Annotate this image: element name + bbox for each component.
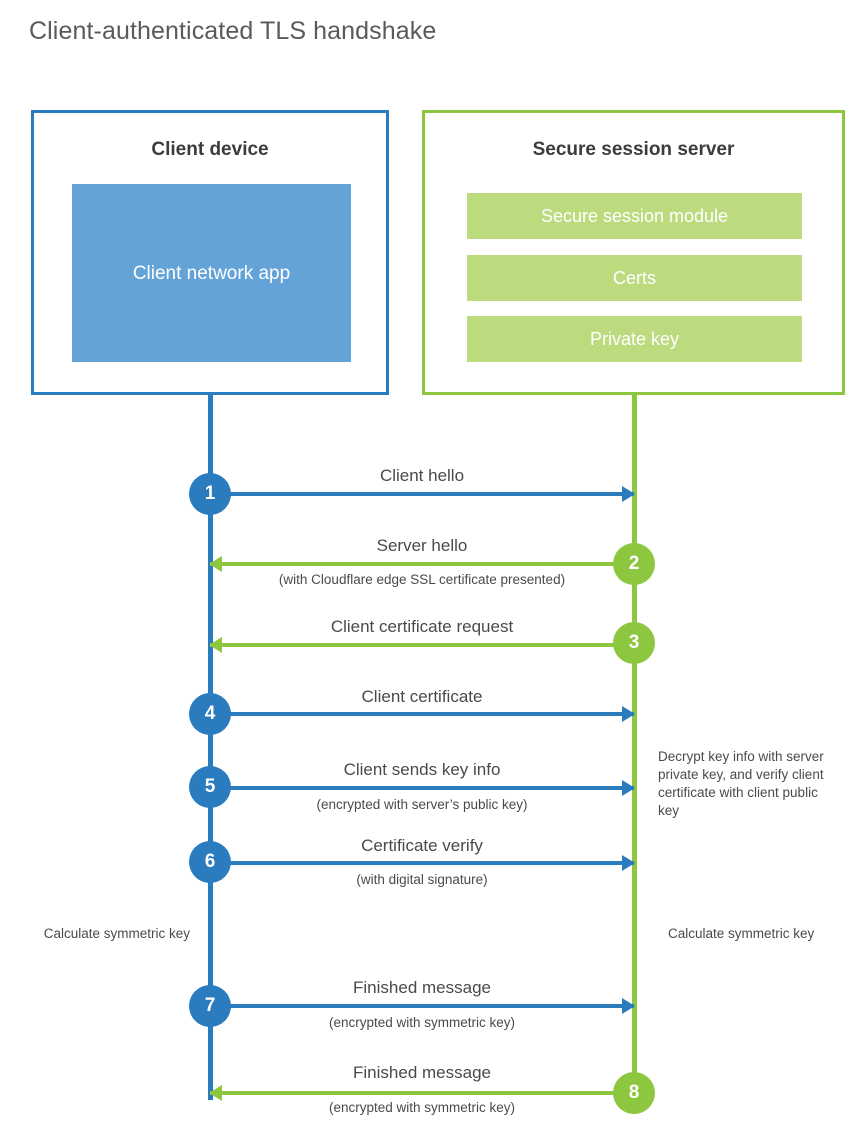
secure-session-server-title: Secure session server bbox=[532, 139, 735, 160]
arrow-head-icon bbox=[622, 780, 635, 796]
step-5-label: Client sends key info bbox=[343, 760, 501, 779]
client-device-title: Client device bbox=[151, 139, 269, 160]
arrow-line bbox=[210, 562, 634, 566]
step-6-sublabel: (with digital signature) bbox=[356, 872, 488, 887]
step-3-circle[interactable]: 3 bbox=[613, 622, 655, 664]
arrow-line bbox=[210, 861, 634, 865]
step-8-label: Finished message bbox=[353, 1063, 491, 1082]
step-8-circle[interactable]: 8 bbox=[613, 1072, 655, 1114]
step-6-circle[interactable]: 6 bbox=[189, 841, 231, 883]
client-device-box: Client device Client network app bbox=[31, 110, 389, 395]
arrow-line bbox=[210, 1091, 634, 1095]
arrow-line bbox=[210, 712, 634, 716]
client-network-app-label: Client network app bbox=[132, 262, 291, 284]
arrow-head-icon bbox=[622, 486, 635, 502]
server-lifeline bbox=[632, 394, 637, 1094]
arrow-line bbox=[210, 492, 634, 496]
arrow-line bbox=[210, 1004, 634, 1008]
arrow-head-icon bbox=[209, 1085, 222, 1101]
server-module-private-key: Private key bbox=[467, 316, 802, 362]
server-decrypt-note: Decrypt key info with server private key… bbox=[658, 749, 824, 818]
step-3-label: Client certificate request bbox=[330, 617, 514, 636]
step-7-label: Finished message bbox=[353, 978, 491, 997]
step-6-label: Certificate verify bbox=[361, 836, 483, 855]
step-2-sublabel: (with Cloudflare edge SSL certificate pr… bbox=[278, 572, 566, 587]
step-1-label: Client hello bbox=[379, 466, 465, 485]
arrow-head-icon bbox=[209, 556, 222, 572]
step-1-circle[interactable]: 1 bbox=[189, 473, 231, 515]
arrow-head-icon bbox=[622, 706, 635, 722]
arrow-line bbox=[210, 643, 634, 647]
step-4-label: Client certificate bbox=[361, 687, 483, 706]
step-7-sublabel: (encrypted with symmetric key) bbox=[328, 1015, 516, 1030]
step-5-circle[interactable]: 5 bbox=[189, 766, 231, 808]
step-7-circle[interactable]: 7 bbox=[189, 985, 231, 1027]
step-2-circle[interactable]: 2 bbox=[613, 543, 655, 585]
step-4-circle[interactable]: 4 bbox=[189, 693, 231, 735]
step-8-sublabel: (encrypted with symmetric key) bbox=[328, 1100, 516, 1115]
step-2-label: Server hello bbox=[376, 536, 468, 555]
client-calculate-symmetric-key-note: Calculate symmetric key bbox=[43, 926, 190, 941]
page-title: Client-authenticated TLS handshake bbox=[29, 17, 437, 45]
server-calculate-symmetric-key-note: Calculate symmetric key bbox=[668, 926, 815, 941]
step-5-sublabel: (encrypted with server’s public key) bbox=[316, 797, 528, 812]
client-lifeline bbox=[208, 394, 213, 1100]
client-network-app-block: Client network app bbox=[72, 184, 351, 362]
arrow-head-icon bbox=[209, 637, 222, 653]
arrow-head-icon bbox=[622, 855, 635, 871]
server-module-secure-session-module: Secure session module bbox=[467, 193, 802, 239]
arrow-head-icon bbox=[622, 998, 635, 1014]
arrow-line bbox=[210, 786, 634, 790]
server-module-certs: Certs bbox=[467, 255, 802, 301]
secure-session-server-box: Secure session server Secure session mod… bbox=[422, 110, 845, 395]
